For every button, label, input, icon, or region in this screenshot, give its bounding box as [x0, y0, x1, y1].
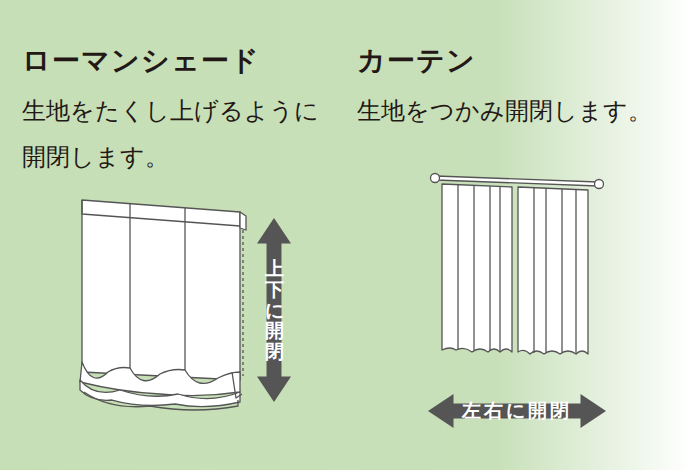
curtain: [431, 174, 604, 355]
arrow-fill: [428, 394, 606, 428]
description: 生地をたくし上げるように 開閉します。: [22, 88, 334, 180]
arrow-label: 左右に開閉: [462, 398, 572, 424]
heading: ローマンシェード: [22, 42, 260, 80]
double-arrow: 左右に開閉: [428, 394, 606, 428]
description: 生地をつかみ開閉します。: [357, 88, 687, 134]
arrow-label: 上下に開閉: [265, 258, 284, 362]
arrow-fill: [257, 218, 291, 402]
heading: カーテン: [357, 42, 476, 80]
double-arrow: 上下に開閉: [257, 218, 291, 402]
roman-shade: [80, 200, 246, 410]
